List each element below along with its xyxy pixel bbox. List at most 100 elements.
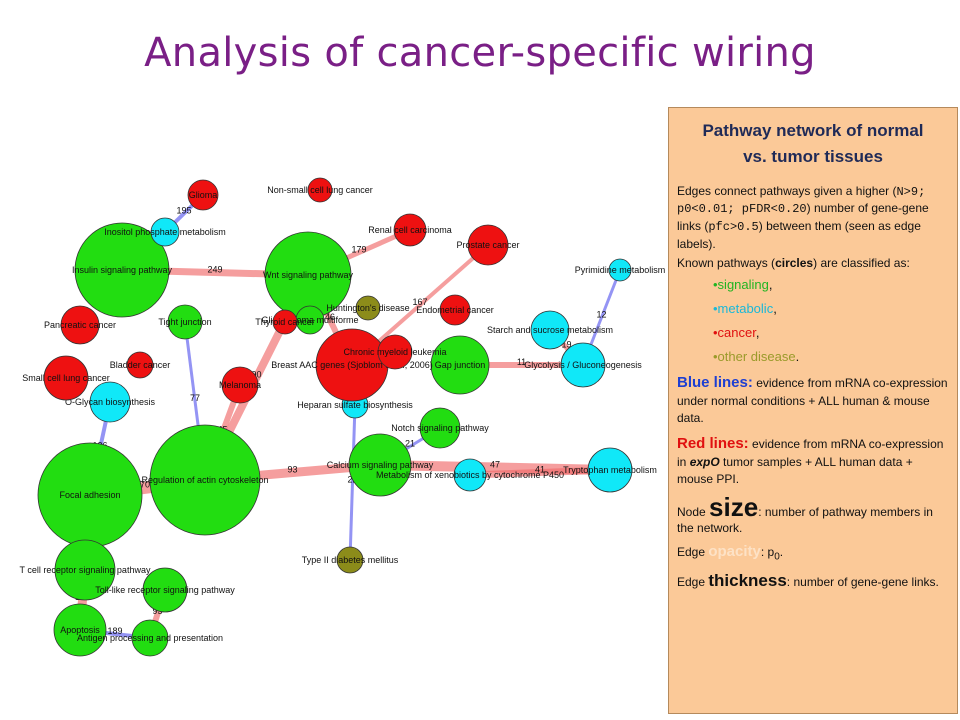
opacity-subscript: 0	[774, 551, 780, 563]
pathway-node-label: Pyrimidine metabolism	[575, 265, 666, 275]
pathway-node-metabolic	[89, 381, 131, 423]
size-word: size	[709, 491, 759, 522]
pathway-node-label: Heparan sulfate biosynthesis	[297, 400, 413, 410]
edge-label: 167	[412, 297, 427, 307]
pathway-network-figure: 7009046934711214153952491671794541192551…	[0, 170, 670, 720]
edge-label: 195	[176, 206, 191, 216]
pathway-node-cancer	[307, 177, 333, 203]
class-other-label: •other disease	[713, 349, 796, 365]
edges-criteria: N>9; p0<0.01; pFDR<0.20	[677, 184, 926, 217]
opacity-text: : p	[760, 545, 775, 560]
pathway-node-label: T cell receptor signaling pathway	[20, 565, 151, 575]
panel-title: Pathway network of normal vs. tumor tiss…	[677, 118, 949, 171]
pathway-node-metabolic	[530, 310, 570, 350]
pathway-node-label: Glycolysis / Gluconeogenesis	[524, 360, 642, 370]
pathway-node-label: Non-small cell lung cancer	[267, 185, 373, 195]
edges-text-2: ) number of gene-gene links (	[677, 201, 929, 234]
slide-title: Analysis of cancer-specific wiring	[144, 30, 816, 76]
pathway-node-label: Apoptosis	[60, 625, 100, 635]
blue-lines-text: evidence from mRNA co-expression under n…	[677, 376, 948, 426]
pathway-node-cancer	[377, 334, 413, 370]
pathway-node-cancer	[43, 355, 89, 401]
pathway-node-label: Bladder cancer	[110, 360, 171, 370]
pathway-node-label: Starch and sucrose metabolism	[487, 325, 613, 335]
pathway-node-label: Endometrial cancer	[416, 305, 494, 315]
edge-label: 11	[517, 357, 526, 367]
pathway-node-metabolic	[560, 342, 606, 388]
class-signaling-label: •signaling	[713, 276, 769, 292]
network-edge	[466, 466, 614, 479]
pathway-node-other	[336, 546, 364, 574]
network-edge	[348, 403, 357, 562]
pathway-node-label: Notch signaling pathway	[391, 423, 489, 433]
pathway-node-label: Glioblastoma multiforme	[261, 315, 358, 325]
class-cancer: •cancer,	[713, 325, 760, 341]
class-other-disease: •other disease.	[713, 349, 800, 365]
pathway-node-signaling	[430, 335, 490, 395]
pathway-node-cancer	[439, 294, 471, 326]
pathway-node-signaling	[149, 424, 261, 536]
pathway-node-signaling	[142, 567, 188, 613]
pathway-node-signaling	[348, 433, 412, 497]
red-lines-expo: expO	[689, 455, 720, 470]
pathway-node-label: Huntington's disease	[326, 303, 409, 313]
pathway-node-label: Focal adhesion	[59, 490, 120, 500]
pathway-node-label: Pancreatic cancer	[44, 320, 116, 330]
pathway-node-label: Renal cell carcinoma	[368, 225, 452, 235]
class-cancer-label: •cancer	[713, 325, 756, 341]
pathway-node-label: Wnt signaling pathway	[263, 270, 354, 280]
pathway-node-cancer	[126, 351, 154, 379]
pathway-node-cancer	[393, 213, 427, 247]
known-pathways-description: Known pathways (circles) are classified …	[677, 255, 949, 272]
pathway-node-metabolic	[453, 458, 487, 492]
known-text-2: ) are classified as:	[813, 255, 910, 270]
pathway-node-label: Small cell lung cancer	[22, 373, 110, 383]
edge-label: 249	[207, 265, 222, 275]
edge-thickness-description: Edge thickness: number of gene-gene link…	[677, 569, 949, 593]
size-text: : number of pathway members in the netwo…	[677, 504, 933, 536]
thickness-word: thickness	[708, 570, 787, 590]
class-metabolic-label: •metabolic	[713, 300, 774, 316]
pathway-node-cancer	[272, 309, 298, 335]
pathway-node-signaling	[74, 222, 170, 318]
pathway-node-label: Gap junction	[435, 360, 486, 370]
edges-fold-change: pfc>0.5	[708, 220, 759, 235]
class-signaling: •signaling,	[713, 276, 773, 292]
pathway-node-signaling	[53, 603, 107, 657]
opacity-word: opacity	[708, 543, 761, 561]
pathway-node-label: Type II diabetes mellitus	[302, 555, 399, 565]
edge-label: 77	[190, 393, 200, 403]
pathway-node-label: Glioma	[189, 190, 218, 200]
pathway-class-list: •signaling, •metabolic, •cancer, •other …	[713, 276, 949, 367]
pathway-node-label: Tight junction	[158, 317, 211, 327]
edge-label: 12	[596, 310, 606, 320]
edges-description: Edges connect pathways given a higher (N…	[677, 183, 949, 253]
pathway-node-label: Antigen processing and presentation	[77, 633, 223, 643]
known-text-1: Known pathways (	[677, 255, 776, 270]
edge-label: 46	[325, 312, 335, 322]
legend-panel: Pathway network of normal vs. tumor tiss…	[668, 107, 958, 714]
edge-label: 189	[107, 626, 122, 636]
pathway-node-label: O-Glycan biosynthesis	[65, 397, 156, 407]
pathway-node-other	[355, 295, 381, 321]
edge-word-2: Edge	[677, 574, 709, 589]
pathway-node-label: Insulin signaling pathway	[72, 265, 173, 275]
red-lines-text-2: tumor samples + ALL human data + mouse P…	[677, 455, 913, 486]
red-lines-text-1: evidence from mRNA co-expression in	[677, 437, 944, 470]
pathway-node-label: Inositol phosphate metabolism	[104, 227, 226, 237]
edge-label: 21	[405, 439, 415, 449]
edges-text-3: ) between them (seen as edge labels).	[677, 219, 921, 252]
pathway-node-cancer	[221, 366, 259, 404]
edge-label: 700	[140, 480, 155, 490]
panel-title-line-2: vs. tumor tissues	[743, 147, 883, 167]
edge-label: 19	[561, 340, 571, 350]
red-lines-heading: Red lines:	[677, 435, 749, 453]
edge-label: 179	[351, 245, 366, 255]
edge-label: 47	[490, 460, 500, 470]
thickness-text: : number of gene-gene links.	[786, 574, 939, 589]
blue-lines-heading: Blue lines:	[677, 374, 753, 392]
pathway-node-signaling	[167, 304, 203, 340]
node-word: Node	[677, 504, 710, 519]
pathway-node-label: Metabolism of xenobiotics by cytochrome …	[376, 470, 564, 480]
pathway-node-metabolic	[150, 217, 180, 247]
